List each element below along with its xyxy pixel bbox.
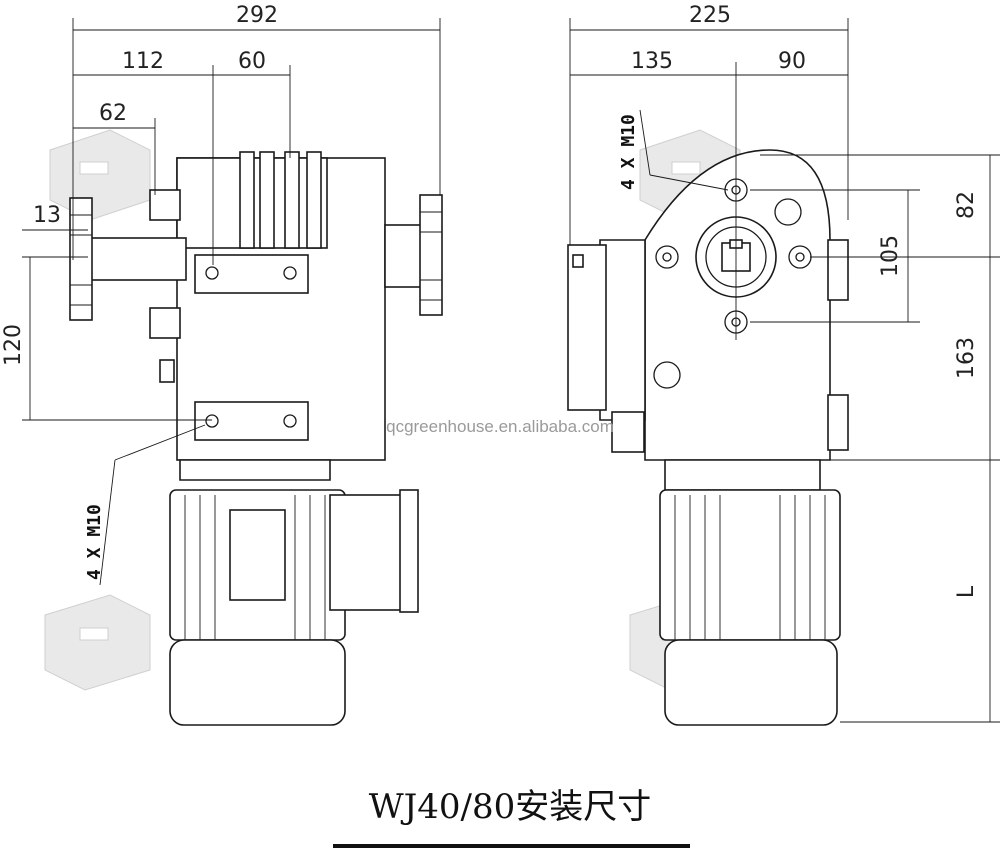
- left-sprocket: [69, 197, 93, 321]
- right-view: 225 135 90 82 105 163 L 4 X M10: [567, 3, 1000, 726]
- watermark-text: qcgreenhouse.en.alibaba.com: [386, 417, 614, 436]
- drawing-title: WJ40/80安装尺寸: [369, 787, 652, 827]
- left-mount-plate-top: [194, 254, 309, 294]
- dim-82: 82: [954, 191, 979, 219]
- watermark-logo-left-top: [49, 129, 151, 221]
- right-motor-fins: [674, 495, 826, 640]
- dim-90: 90: [778, 49, 806, 74]
- dim-292: 292: [236, 3, 278, 28]
- left-dimension-lines: [22, 18, 441, 586]
- right-cable-gland: [611, 411, 645, 453]
- dim-13: 13: [33, 203, 61, 228]
- dim-62: 62: [99, 101, 127, 126]
- watermark-logo-left-bottom: [44, 594, 151, 691]
- right-gearbox-body: [644, 149, 831, 461]
- left-motor-fins: [184, 495, 326, 640]
- left-mount-plate-bottom: [194, 401, 309, 441]
- right-fan-cover: [664, 639, 838, 726]
- right-bolt-label: 4 X M10: [618, 114, 639, 190]
- dim-105: 105: [878, 235, 903, 277]
- left-shaft: [87, 237, 187, 281]
- left-motor-label-plate: [229, 509, 286, 601]
- left-view: 292 112 60 62 13 120 4 X M10: [1, 3, 443, 726]
- dim-225: 225: [689, 3, 731, 28]
- left-bolt-label: 4 X M10: [84, 504, 105, 580]
- dim-120: 120: [1, 324, 26, 366]
- dim-112: 112: [122, 49, 164, 74]
- right-motor: [659, 489, 841, 641]
- right-flange: [567, 244, 607, 411]
- left-fan-cover: [169, 639, 346, 726]
- dim-163: 163: [954, 337, 979, 379]
- left-cooling-ribs: [239, 151, 322, 249]
- right-dimension-lines: [569, 18, 1000, 723]
- dim-135: 135: [631, 49, 673, 74]
- right-end-sprocket: [419, 194, 443, 316]
- dim-60: 60: [238, 49, 266, 74]
- dim-L: L: [954, 585, 979, 598]
